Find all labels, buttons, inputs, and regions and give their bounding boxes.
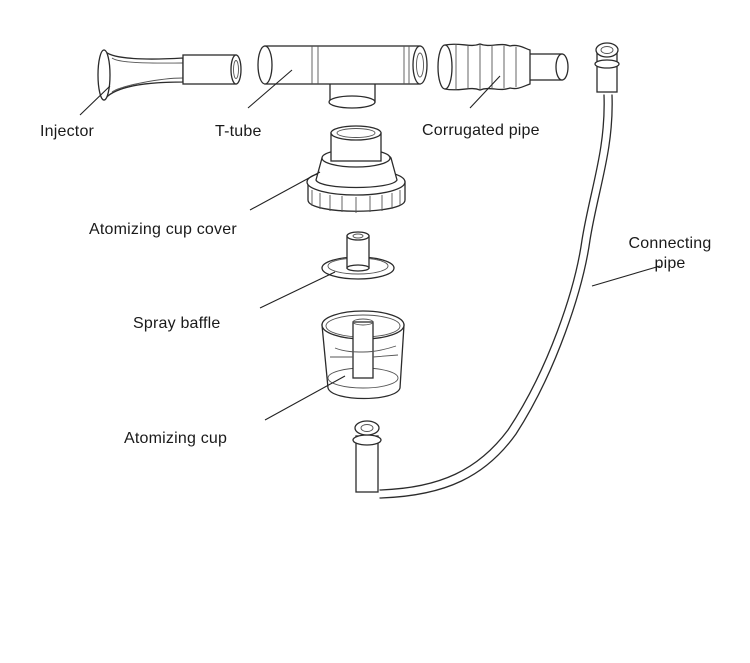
label-atomizing-cup: Atomizing cup: [124, 430, 228, 447]
leader-lines: [79, 69, 661, 421]
corrugated-pipe-part: [437, 43, 569, 91]
connecting-pipe-part: [352, 42, 620, 499]
label-connecting-pipe-line1: Connecting: [628, 235, 712, 252]
leader-t-tube: [247, 69, 293, 109]
atomizing-cup-part: [321, 310, 405, 400]
leader-corrugated-pipe: [469, 75, 501, 109]
spray-baffle-part: [321, 231, 395, 280]
label-connecting-pipe-line2: pipe: [654, 255, 686, 272]
leader-connecting-pipe: [591, 265, 661, 287]
leader-atomizing-cup-cover: [249, 171, 321, 211]
label-connecting-pipe: Connecting pipe: [625, 235, 715, 273]
atomizing-cup-cover-part: [306, 125, 406, 213]
label-corrugated-pipe: Corrugated pipe: [422, 122, 540, 139]
injector-part: [97, 49, 242, 101]
leader-spray-baffle: [259, 271, 336, 309]
label-spray-baffle: Spray baffle: [133, 315, 221, 332]
t-tube-part: [257, 45, 428, 109]
label-injector: Injector: [40, 123, 95, 140]
label-t-tube: T-tube: [215, 123, 262, 140]
label-atomizing-cup-cover: Atomizing cup cover: [89, 221, 237, 238]
leader-atomizing-cup: [264, 375, 346, 421]
leader-injector: [79, 85, 111, 116]
